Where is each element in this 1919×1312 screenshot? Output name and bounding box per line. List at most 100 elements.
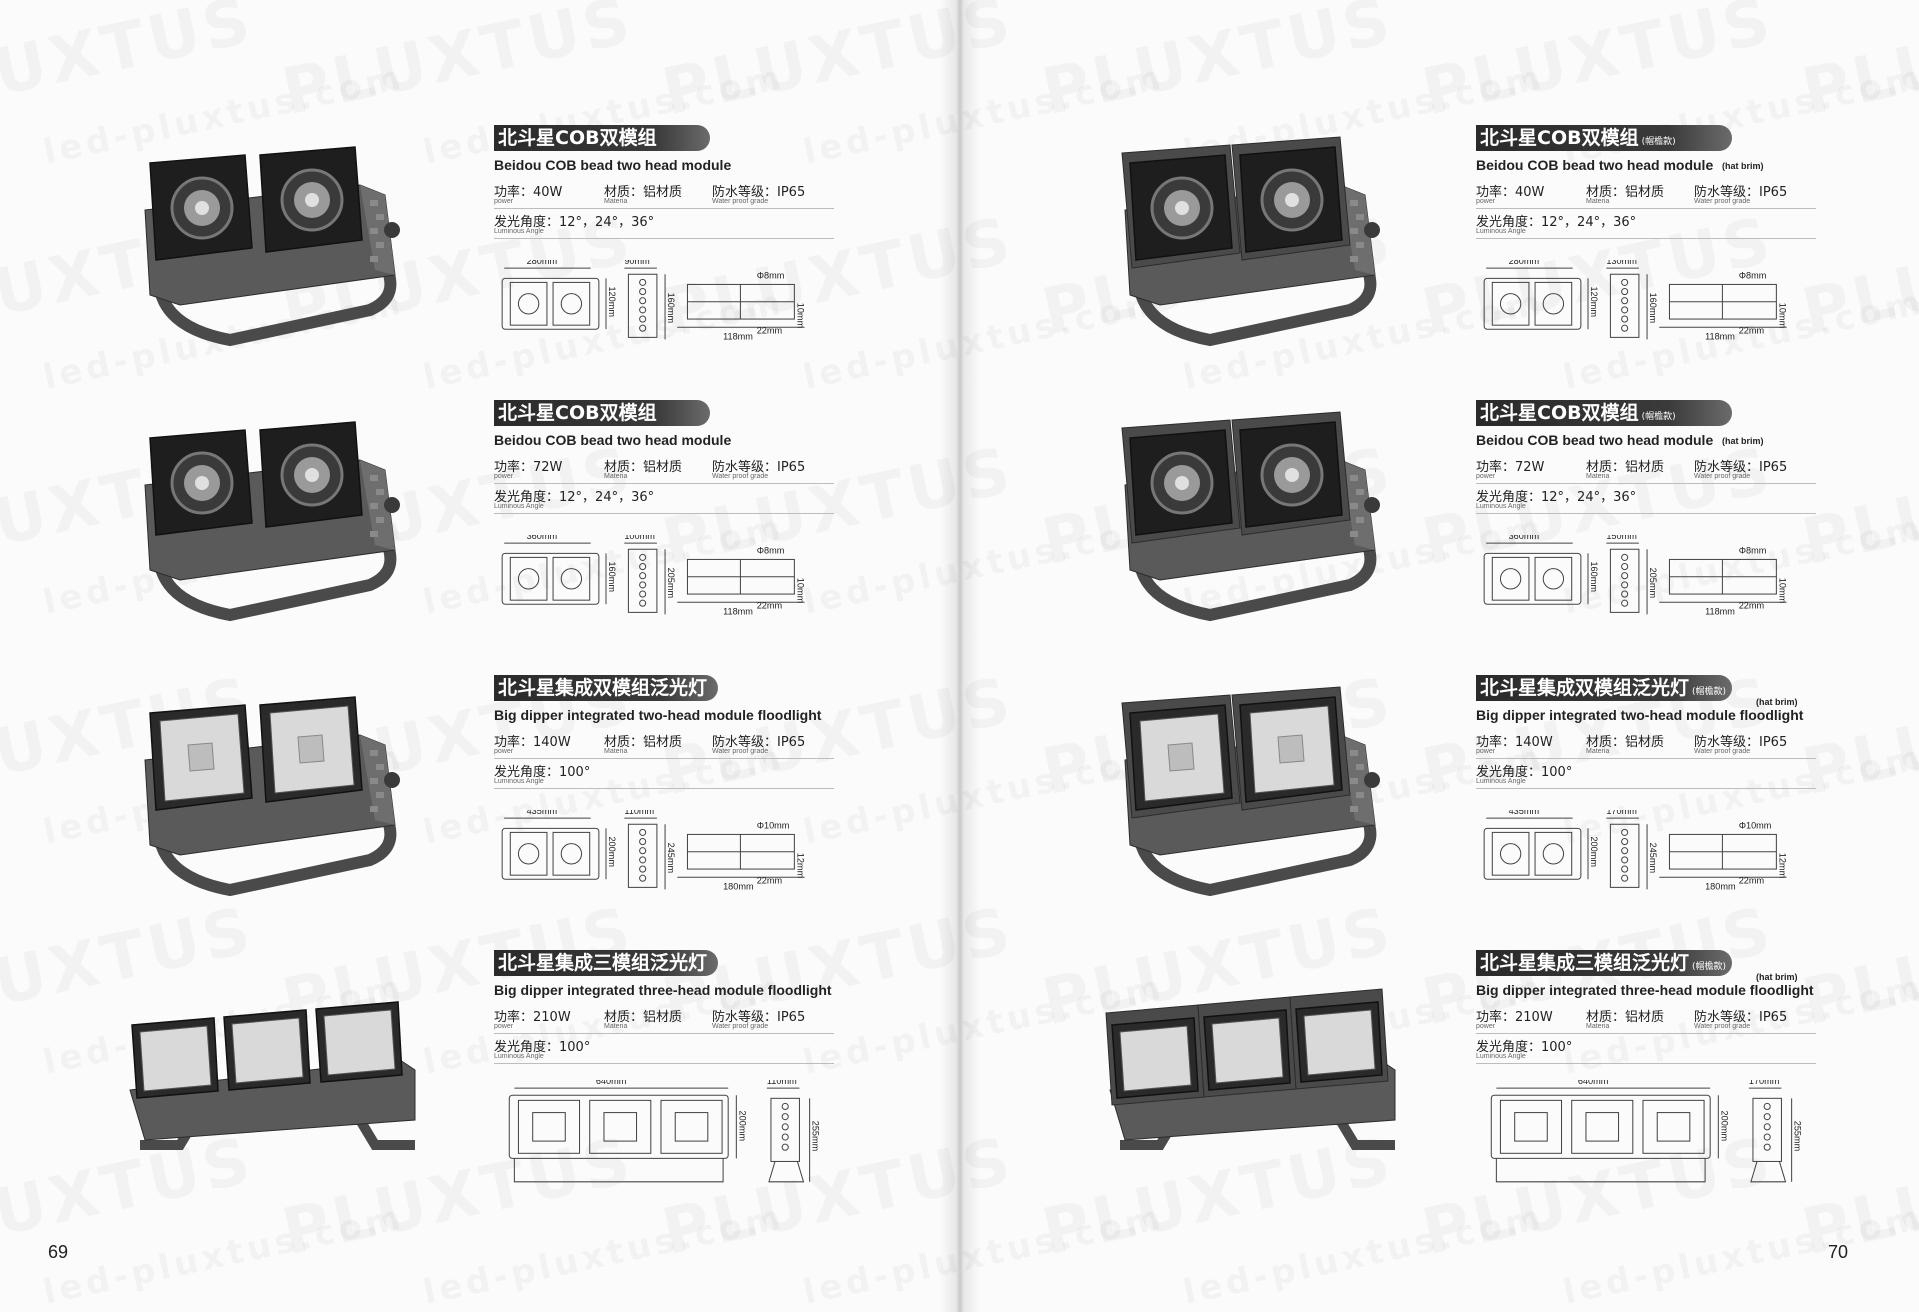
book-gutter	[940, 0, 980, 1312]
spec-material-value: 材质：铝材质	[604, 185, 683, 200]
product-title-cn: 北斗星集成双模组泛光灯	[1480, 677, 1690, 699]
product-title-en: Beidou COB bead two head module	[1476, 157, 1714, 173]
product-photo	[1121, 411, 1380, 622]
dim-side-height-label: 205mm	[1648, 568, 1658, 599]
product-photo	[144, 146, 400, 347]
spec-row-angle: 发光角度：100°Luminous Angle	[494, 761, 834, 789]
lamp-illustration	[144, 146, 400, 347]
product-title-tag: (帽檐款)	[1692, 687, 1727, 697]
spec-angle-value: 发光角度：12°，24°，36°	[494, 490, 655, 505]
dim-base-label: 180mm	[723, 881, 754, 891]
product-block: 北斗星集成双模组泛光灯(帽檐款)Big dipper integrated tw…	[0, 675, 1816, 950]
dim-base2-label: 22mm	[1739, 875, 1765, 885]
dim-hole-label: Φ8mm	[757, 545, 785, 555]
spec-angle-en: Luminous Angle	[494, 1053, 544, 1060]
dim-width-label: 640mm	[596, 1080, 627, 1086]
spec-waterproof-en: Water proof grade	[712, 198, 769, 205]
product-title-en: Beidou COB bead two head module	[494, 157, 732, 173]
hat-brim-note: (hat brim)	[1722, 436, 1764, 446]
product-title-en: Big dipper integrated three-head module …	[494, 982, 832, 998]
product-title-cn: 北斗星COB双模组	[498, 402, 657, 424]
spec-angle-en: Luminous Angle	[1476, 503, 1526, 510]
product-block: 北斗星集成三模组泛光灯(帽檐款)Big dipper integrated th…	[0, 950, 1816, 1225]
product-photo	[1105, 988, 1396, 1150]
product-title-bar: 北斗星集成双模组泛光灯	[494, 675, 718, 701]
spec-row-angle: 发光角度：100°Luminous Angle	[1476, 1036, 1816, 1064]
technical-drawing	[508, 1087, 811, 1183]
spec-waterproof-en: Water proof grade	[712, 473, 769, 480]
spec-power-value: 功率：72W	[1476, 460, 1545, 475]
product-title-bar: 北斗星COB双模组(帽檐款)	[1476, 125, 1732, 151]
technical-drawing	[501, 817, 805, 890]
spec-material-value: 材质：铝材质	[1586, 185, 1665, 200]
spec-waterproof-en: Water proof grade	[1694, 748, 1751, 755]
product-title-bar: 北斗星COB双模组	[494, 125, 710, 151]
product-block: 北斗星COB双模组 Beidou COB bead two head module…	[0, 125, 958, 400]
product-title-en: Big dipper integrated two-head module fl…	[1476, 707, 1804, 723]
spec-waterproof-en: Water proof grade	[712, 1023, 769, 1030]
product-title-cn: 北斗星集成三模组泛光灯	[1480, 952, 1690, 974]
hat-brim-note: (hat brim)	[1756, 972, 1798, 982]
dim-height-label: 120mm	[1589, 286, 1599, 317]
spec-power-value: 功率：140W	[494, 735, 571, 750]
hat-brim-note: (hat brim)	[1756, 697, 1798, 707]
technical-drawing	[501, 542, 805, 615]
product-title-bar: 北斗星集成三模组泛光灯	[494, 950, 718, 976]
product-block: 北斗星COB双模组(帽檐款) Beidou COB bead two head m…	[0, 125, 1816, 400]
spec-angle: 发光角度：12°，24°，36°Luminous Angle	[1476, 211, 1636, 235]
spec-angle-en: Luminous Angle	[1476, 1053, 1526, 1060]
product-title-cn: 北斗星COB双模组	[498, 127, 657, 149]
spec-power-en: power	[1476, 1023, 1496, 1030]
spec-angle-value: 发光角度：12°，24°，36°	[494, 215, 655, 230]
dim-hole-label: Φ8mm	[757, 270, 785, 280]
dim-base-label: 118mm	[1705, 331, 1735, 341]
spec-power-en: power	[494, 473, 514, 480]
dim-base2-label: 22mm	[1739, 325, 1765, 335]
spec-power-value: 功率：72W	[494, 460, 563, 475]
spec-angle-value: 发光角度：100°	[1476, 1040, 1573, 1055]
dim-depth-label: 110mm	[624, 810, 654, 816]
dim-depth-label: 170mm	[1606, 810, 1637, 816]
spec-waterproof-value: 防水等级：IP65	[1694, 735, 1788, 750]
dim-base2-label: 22mm	[757, 600, 783, 610]
dim-depth-label: 150mm	[1606, 535, 1637, 541]
spec-power-en: power	[494, 198, 514, 205]
dim-depth-label: 130mm	[1606, 260, 1637, 266]
product-title-tag: (帽檐款)	[1641, 412, 1676, 422]
lamp-illustration	[144, 421, 400, 622]
product-title-cn: 北斗星COB双模组	[1480, 402, 1639, 424]
spec-material-value: 材质：铝材质	[1586, 735, 1665, 750]
dim-thickness-label: 12mm	[795, 853, 805, 879]
product-block: 北斗星集成三模组泛光灯 Big dipper integrated three-h…	[0, 950, 958, 1225]
spec-power-value: 功率：140W	[1476, 735, 1553, 750]
product-photo	[144, 696, 400, 897]
dim-side-height-label: 205mm	[666, 568, 676, 599]
spec-power-en: power	[1476, 198, 1496, 205]
product-photo	[1121, 136, 1380, 347]
product-photo	[144, 421, 400, 622]
lamp-illustration	[144, 696, 400, 897]
dim-depth-label: 170mm	[1749, 1080, 1780, 1086]
spec-material-value: 材质：铝材质	[1586, 460, 1665, 475]
spec-waterproof-en: Water proof grade	[1694, 198, 1751, 205]
spec-power-value: 功率：210W	[494, 1010, 571, 1025]
spec-material-en: Materia	[604, 473, 628, 480]
product-title-en: Beidou COB bead two head module	[1476, 432, 1714, 448]
